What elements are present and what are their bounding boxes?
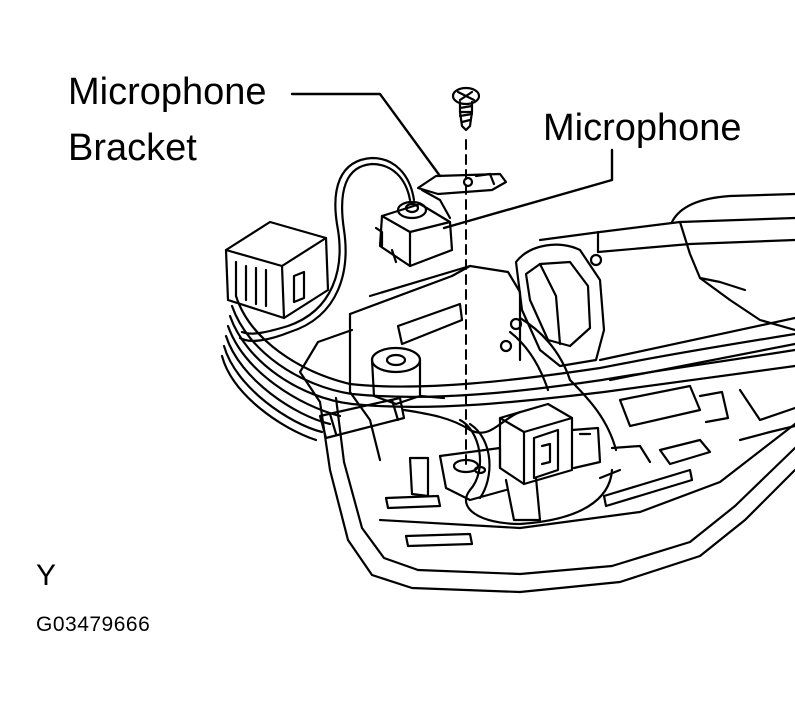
microphone-unit — [374, 200, 454, 268]
leader-lines — [290, 92, 614, 230]
view-letter: Y — [36, 559, 57, 592]
label-microphone-bracket-line2: Bracket — [68, 127, 197, 169]
rear-housing — [538, 192, 795, 466]
console-housing — [298, 328, 795, 594]
wire-harness — [220, 294, 795, 526]
connector-plug — [224, 220, 330, 320]
lamp-lens — [514, 243, 606, 368]
leader-line-bracket — [290, 92, 442, 178]
screw — [451, 86, 481, 132]
label-microphone: Microphone — [543, 107, 742, 149]
microphone-cable — [238, 156, 416, 342]
microphone-bracket — [416, 172, 508, 220]
leader-line-microphone — [442, 148, 614, 230]
center-module — [348, 264, 522, 462]
label-microphone-bracket-line1: Microphone — [68, 71, 267, 113]
figure-code: G03479666 — [36, 613, 151, 636]
